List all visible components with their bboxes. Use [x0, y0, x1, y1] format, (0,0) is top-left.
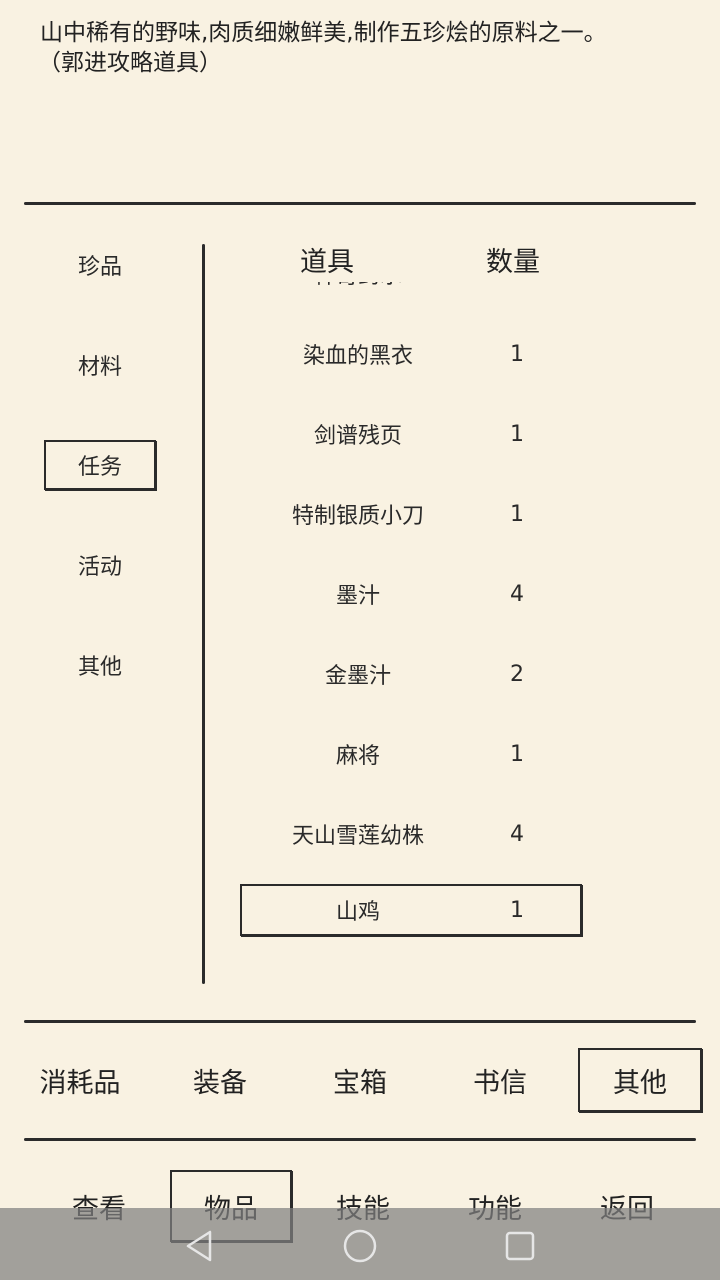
vertical-divider: [202, 244, 205, 984]
item-row[interactable]: 特制银质小刀 1: [210, 474, 690, 554]
category-other[interactable]: 其他: [44, 640, 156, 690]
tab-label: 书信: [473, 1067, 527, 1099]
tab-equipment[interactable]: 装备: [158, 1048, 282, 1112]
item-quantity: 2: [510, 661, 524, 687]
item-row[interactable]: 染血的黑衣 1: [210, 314, 690, 394]
item-name: 天山雪莲幼株: [291, 824, 424, 849]
recents-square-icon[interactable]: [500, 1226, 540, 1266]
category-materials[interactable]: 材料: [44, 340, 156, 390]
bottom-divider: [24, 1138, 696, 1141]
category-quest[interactable]: 任务: [44, 440, 156, 490]
item-row-selected[interactable]: 山鸡 1: [210, 874, 690, 954]
item-name: 神奇药水: [258, 282, 458, 314]
tab-other[interactable]: 其他: [578, 1048, 702, 1112]
item-quantity: 1: [490, 282, 544, 314]
tab-consumables[interactable]: 消耗品: [18, 1048, 142, 1112]
header-quantity: 数量: [486, 247, 540, 278]
item-type-tabs: 消耗品 装备 宝箱 书信 其他: [0, 1048, 720, 1112]
item-list[interactable]: 神奇药水 1 染血的黑衣 1 剑谱残页 1 特制银质小刀 1 墨汁 4 金墨汁 …: [210, 282, 690, 982]
description-line-1: 山中稀有的野味,肉质细嫩鲜美,制作五珍烩的原料之一。: [40, 20, 607, 46]
category-event[interactable]: 活动: [44, 540, 156, 590]
tab-letters[interactable]: 书信: [438, 1048, 562, 1112]
description-line-2: （郭进攻略道具）: [38, 50, 222, 76]
tab-chests[interactable]: 宝箱: [298, 1048, 422, 1112]
item-row[interactable]: 剑谱残页 1: [210, 394, 690, 474]
tab-label: 其他: [613, 1067, 667, 1099]
category-label: 任务: [77, 455, 122, 480]
system-navigation-bar: [0, 1208, 720, 1280]
category-label: 其他: [77, 655, 122, 680]
tab-label: 消耗品: [39, 1067, 121, 1099]
tab-label: 装备: [193, 1067, 247, 1099]
item-row[interactable]: 天山雪莲幼株 4: [210, 794, 690, 874]
header-item: 道具: [300, 247, 354, 278]
tab-label: 宝箱: [333, 1067, 387, 1099]
item-quantity: 1: [510, 341, 524, 367]
item-name: 特制银质小刀: [291, 504, 424, 529]
item-row[interactable]: 金墨汁 2: [210, 634, 690, 714]
item-name: 山鸡: [335, 900, 380, 925]
item-quantity: 1: [510, 741, 524, 767]
item-name: 墨汁: [335, 584, 380, 609]
category-label: 材料: [77, 355, 122, 380]
item-description: 山中稀有的野味,肉质细嫩鲜美,制作五珍烩的原料之一。 （郭进攻略道具）: [38, 18, 690, 78]
item-quantity: 1: [510, 897, 524, 923]
item-name: 染血的黑衣: [302, 344, 413, 369]
item-quantity: 1: [510, 421, 524, 447]
back-triangle-icon[interactable]: [180, 1226, 220, 1266]
item-quantity: 1: [510, 501, 524, 527]
category-label: 珍品: [77, 255, 122, 280]
item-row[interactable]: 麻将 1: [210, 714, 690, 794]
item-quantity: 4: [510, 821, 524, 847]
item-name: 麻将: [335, 744, 380, 769]
category-label: 活动: [77, 555, 122, 580]
item-name: 剑谱残页: [313, 424, 402, 449]
top-divider: [24, 202, 696, 205]
item-row[interactable]: 墨汁 4: [210, 554, 690, 634]
item-row[interactable]: 神奇药水 1: [210, 282, 690, 314]
home-circle-icon[interactable]: [340, 1226, 380, 1266]
item-name: 金墨汁: [324, 664, 391, 689]
item-quantity: 4: [510, 581, 524, 607]
middle-divider: [24, 1020, 696, 1023]
category-treasure[interactable]: 珍品: [44, 240, 156, 290]
